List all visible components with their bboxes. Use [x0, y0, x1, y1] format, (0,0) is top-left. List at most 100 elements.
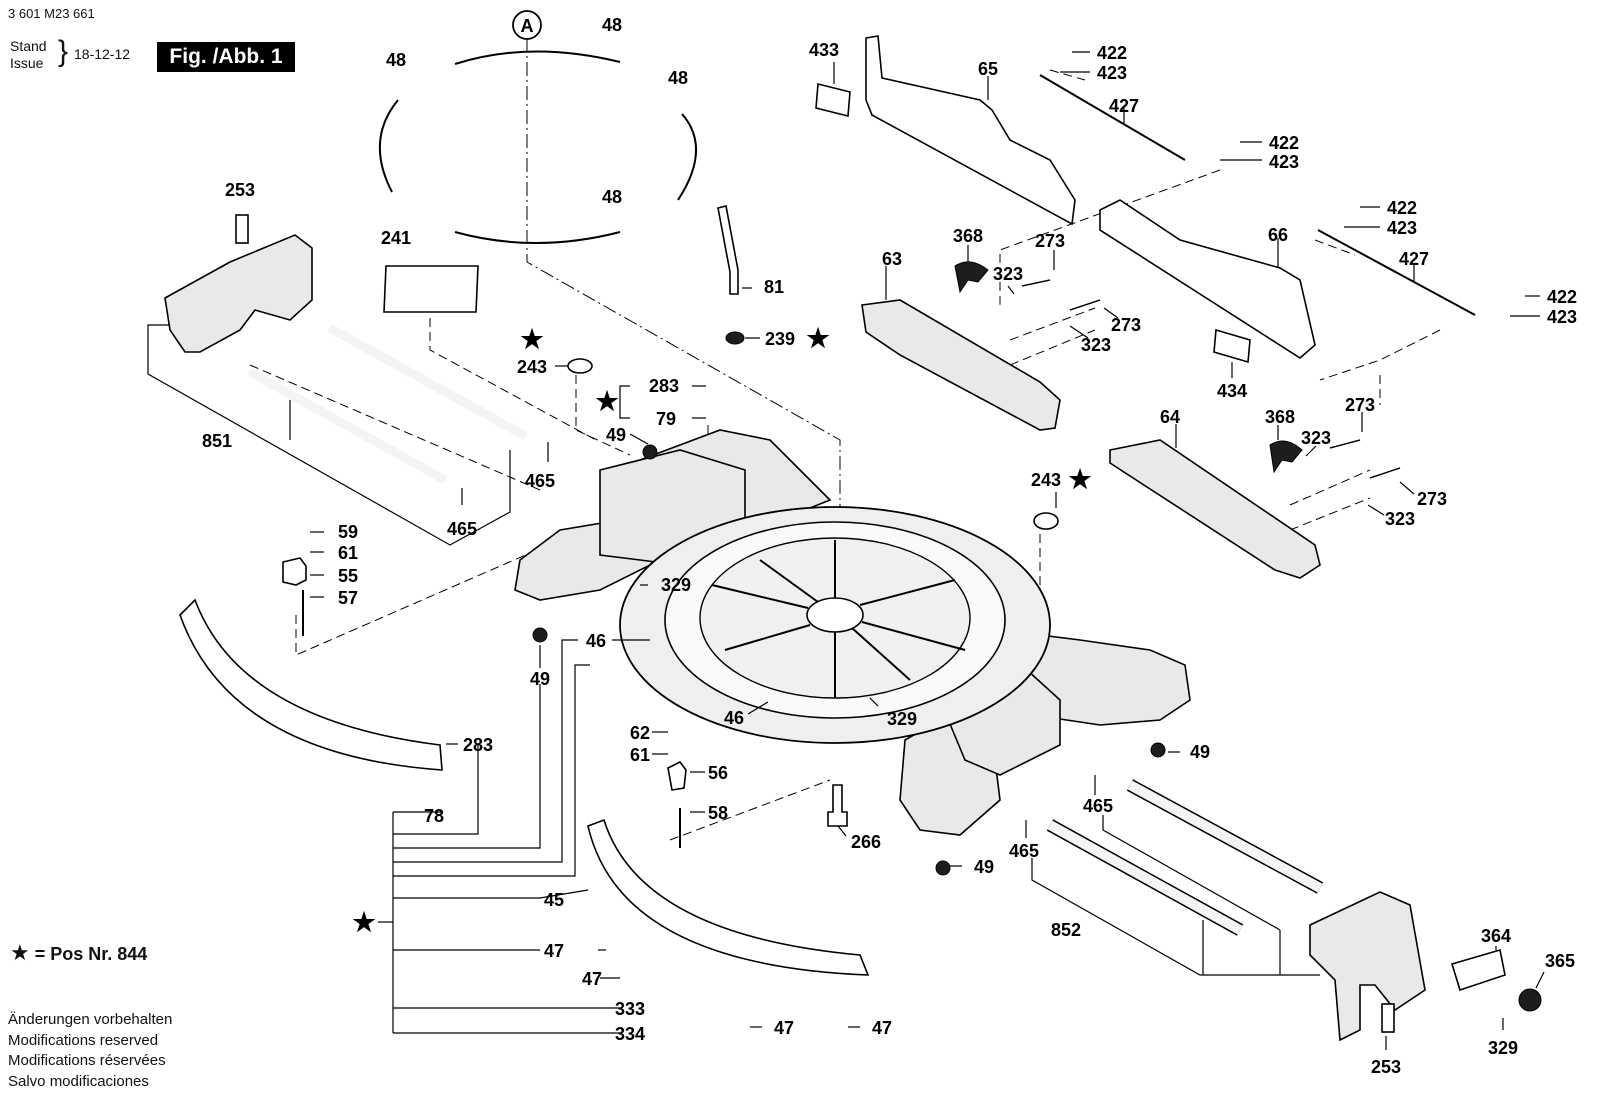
part-label: 46	[586, 631, 606, 651]
part-label: 283	[463, 735, 493, 755]
issue-date: 18-12-12	[74, 46, 131, 62]
part-label: 57	[338, 588, 358, 608]
stand-issue-label: Stand Issue	[10, 38, 47, 72]
part-labels: 48 48 48 48 253 241 851 465 465 ★ 243 ★ …	[202, 15, 1577, 1077]
arc-plate-78	[179, 598, 443, 771]
knob-365	[1518, 988, 1542, 1012]
spring-48-bottom	[454, 231, 621, 244]
part-label: 434	[1217, 381, 1247, 401]
part-label: 368	[1265, 407, 1295, 427]
part-label: 49	[1190, 742, 1210, 762]
note-fr: Modifications réservées	[8, 1052, 166, 1069]
part-label: 48	[386, 50, 406, 70]
part-label: 329	[1488, 1038, 1518, 1058]
label-253-right	[1381, 1003, 1395, 1033]
part-label: 323	[993, 264, 1023, 284]
part-label: 465	[1083, 796, 1113, 816]
part-label: 66	[1268, 225, 1288, 245]
part-label: 273	[1417, 489, 1447, 509]
part-label: 422	[1269, 133, 1299, 153]
circle-a-icon: A	[512, 10, 542, 40]
assembly-lines	[249, 38, 1441, 841]
part-label: 329	[887, 709, 917, 729]
part-label: 423	[1269, 152, 1299, 172]
part-label: 273	[1111, 315, 1141, 335]
issue-label: Issue	[10, 55, 44, 71]
legend: ★ = Pos Nr. 844	[10, 940, 147, 966]
part-label: 49	[606, 425, 626, 445]
part-label: 851	[202, 431, 232, 451]
part-label: 323	[1301, 428, 1331, 448]
part-label: 422	[1547, 287, 1577, 307]
bolt-266	[827, 784, 848, 827]
part-label: 273	[1035, 231, 1065, 251]
part-label: 422	[1097, 43, 1127, 63]
part-label: 46	[724, 708, 744, 728]
part-label: 239	[765, 329, 795, 349]
legend-text: = Pos Nr. 844	[29, 944, 148, 964]
part-label: 64	[1160, 407, 1180, 427]
part-label: 62	[630, 723, 650, 743]
part-label: 283	[649, 376, 679, 396]
part-label: 45	[544, 890, 564, 910]
end-cap-253-left	[164, 234, 313, 353]
notes-block: Änderungen vorbehalten Modifications res…	[8, 1010, 172, 1092]
note-de: Änderungen vorbehalten	[8, 1011, 173, 1028]
part-label: 47	[544, 941, 564, 961]
nut-49-left	[532, 627, 548, 643]
brace-symbol: }	[58, 35, 69, 68]
figure-label: Fig. /Abb. 1	[157, 42, 295, 72]
part-label: 61	[338, 543, 358, 563]
part-label: 47	[872, 1018, 892, 1038]
part-label: 365	[1545, 951, 1575, 971]
part-label: 323	[1385, 509, 1415, 529]
part-label: 329	[661, 575, 691, 595]
nut-49-right	[1150, 742, 1166, 758]
fence-66	[1099, 199, 1316, 359]
foot-239	[725, 331, 745, 345]
part-label: 422	[1387, 198, 1417, 218]
stand-label: Stand	[10, 38, 47, 54]
part-label: 49	[530, 669, 550, 689]
part-label: 423	[1387, 218, 1417, 238]
star-icon: ★	[806, 323, 830, 353]
part-label: 81	[764, 277, 784, 297]
part-label: 334	[615, 1024, 645, 1044]
note-es: Salvo modificaciones	[8, 1072, 149, 1090]
part-label: 58	[708, 803, 728, 823]
part-label: 63	[882, 249, 902, 269]
part-label: 423	[1097, 63, 1127, 83]
part-label: 427	[1399, 249, 1429, 269]
scale-arc-45	[587, 818, 870, 976]
label-434	[1213, 328, 1251, 364]
part-label: 55	[338, 566, 358, 586]
label-253-left	[235, 214, 249, 244]
nut-49-top	[642, 444, 658, 460]
spring-48-left	[378, 99, 399, 193]
part-label: 49	[974, 857, 994, 877]
leader-lines	[147, 51, 1545, 1050]
part-label: 56	[708, 763, 728, 783]
rod-427-a	[1039, 74, 1186, 161]
turntable	[619, 506, 1051, 744]
part-label: 47	[774, 1018, 794, 1038]
part-label: 48	[668, 68, 688, 88]
part-label: 266	[851, 832, 881, 852]
star-icon: ★	[520, 324, 544, 354]
part-label: 433	[809, 40, 839, 60]
part-label: 323	[1081, 335, 1111, 355]
label-433	[815, 82, 851, 118]
plate-364	[1450, 948, 1506, 992]
clamp-55	[282, 557, 307, 586]
part-label: 368	[953, 226, 983, 246]
detail-marker-letter: A	[521, 16, 534, 36]
part-label: 243	[1031, 470, 1061, 490]
part-label: 253	[225, 180, 255, 200]
knob-368-b	[1269, 440, 1303, 474]
part-label: 79	[656, 409, 676, 429]
part-label: 65	[978, 59, 998, 79]
part-label: 423	[1547, 307, 1577, 327]
knob-368-a	[954, 261, 989, 294]
